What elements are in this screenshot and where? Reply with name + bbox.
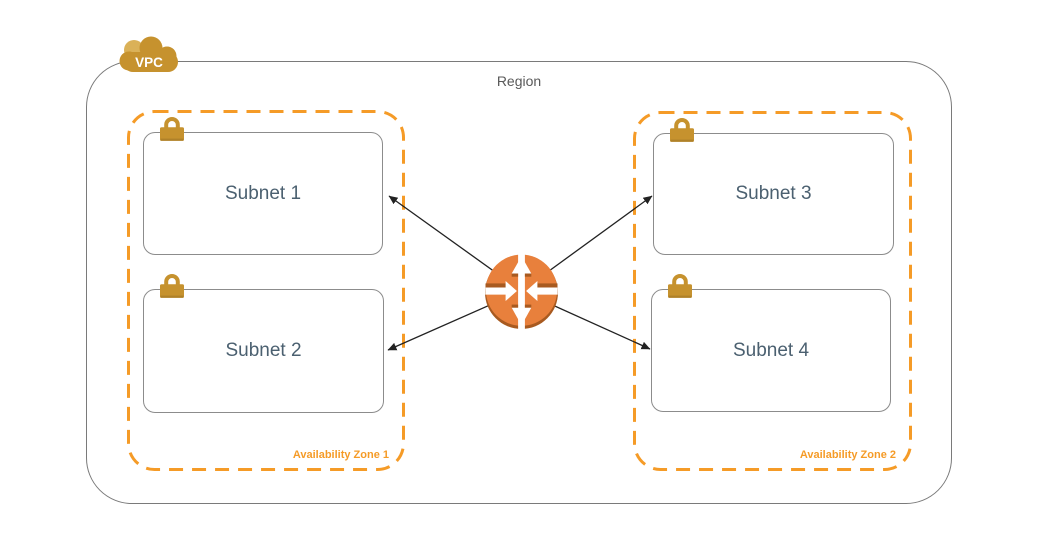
subnet-2-label: Subnet 2 [225, 340, 302, 361]
az2-dashed-border [633, 111, 912, 471]
subnet-4-box: Subnet 4 [651, 289, 891, 412]
subnet-1-box: Subnet 1 [143, 132, 383, 255]
az1-label: Availability Zone 1 [292, 449, 389, 461]
vpc-cloud-icon: VPC [119, 36, 178, 72]
lock-icon [670, 118, 694, 142]
subnet-1-label: Subnet 1 [224, 182, 302, 204]
region-label: Region [496, 73, 542, 89]
az2-label: Availability Zone 2 [799, 449, 896, 461]
lock-icon [160, 274, 184, 298]
lock-icon [160, 117, 184, 141]
availability-zone-2: Availability Zone 2 [633, 111, 912, 471]
subnet-2-box: Subnet 2 [143, 289, 384, 413]
subnet-3-label: Subnet 3 [735, 183, 812, 204]
subnet-4-label: Subnet 4 [732, 339, 810, 361]
vpc-badge-label: VPC [135, 55, 163, 70]
subnet-3-box: Subnet 3 [653, 133, 894, 255]
lock-icon [668, 274, 692, 298]
